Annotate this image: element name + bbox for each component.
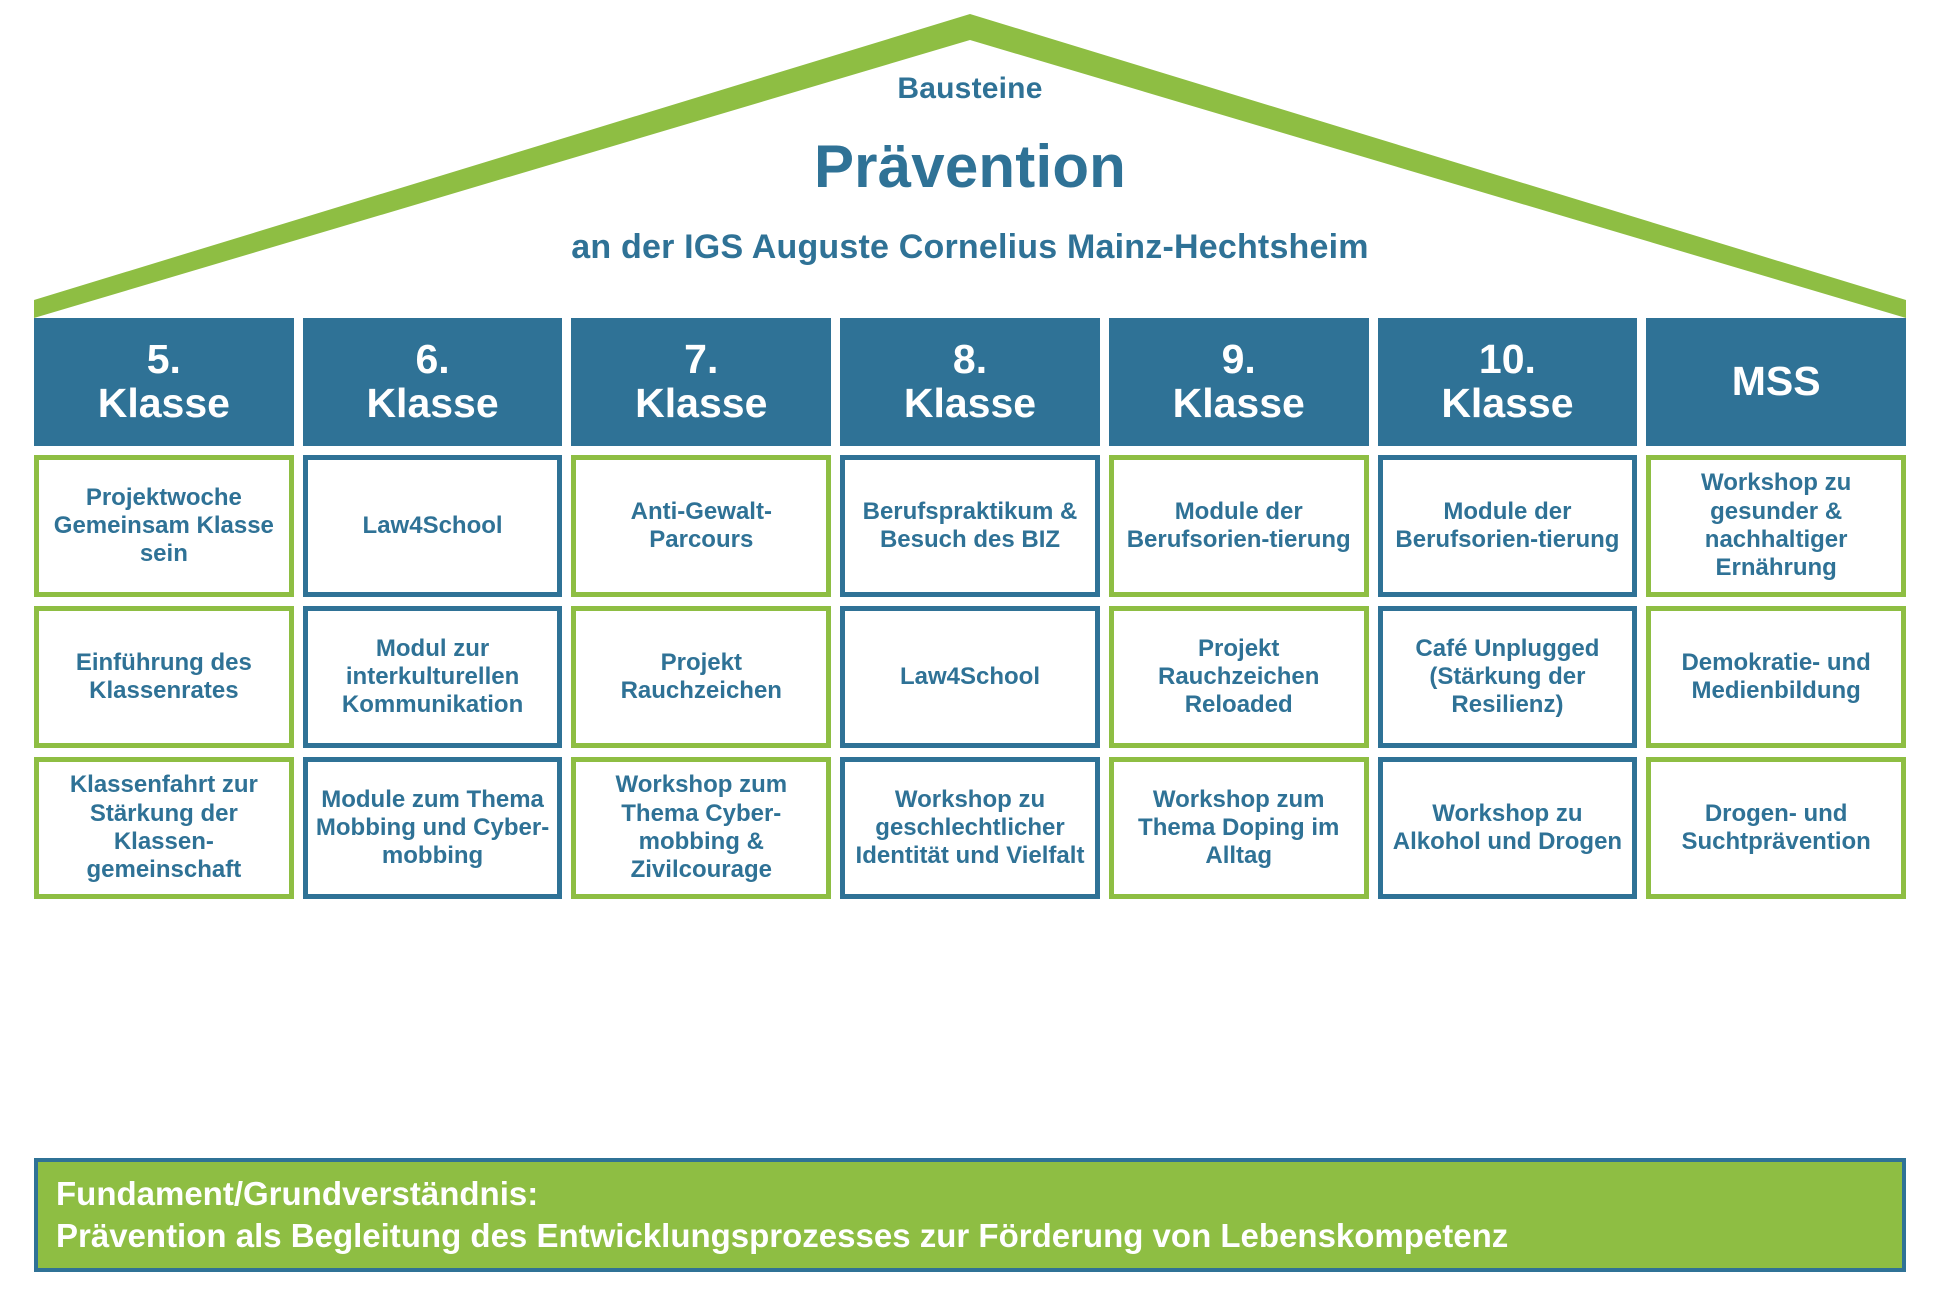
column-header-7: 7. Klasse [571, 318, 832, 446]
column-header-mss: MSS [1646, 318, 1906, 446]
module-cell-label: Module zum Thema Mobbing und Cyber-mobbi… [315, 785, 550, 870]
module-cell[interactable]: Projekt Rauchzeichen [571, 606, 832, 748]
foundation-heading: Fundament/Grundverständnis: [56, 1174, 539, 1212]
module-cell-label: Café Unplugged (Stärkung der Resilienz) [1415, 634, 1600, 719]
column-header-word: Klasse [635, 380, 768, 426]
column-header-8: 8. Klasse [840, 318, 1100, 446]
roof-container: Bausteine Prävention an der IGS Auguste … [0, 0, 1940, 320]
roof-eyebrow-label: Bausteine [897, 72, 1043, 105]
module-cell[interactable]: Workshop zu Alkohol und Drogen [1377, 757, 1638, 899]
module-cell[interactable]: Einführung des Klassenrates [34, 606, 294, 748]
module-cell[interactable]: Module zum Thema Mobbing und Cyber-mobbi… [302, 757, 563, 899]
module-cell[interactable]: Workshop zum Thema Cyber-mobbing & Zivil… [571, 757, 832, 899]
module-cell[interactable]: Workshop zu gesunder & nachhaltiger Ernä… [1646, 455, 1906, 597]
column-header-word: Klasse [903, 380, 1037, 426]
class-modules-grid: 5. Klasse 6. Klasse 7. Klasse 8. Klasse … [34, 318, 1906, 899]
module-cell-label: Berufspraktikum & Besuch des BIZ [862, 497, 1078, 553]
column-header-number: 10. [1478, 336, 1536, 383]
module-cell[interactable]: Drogen- und Suchtprävention [1646, 757, 1906, 899]
page-title: Prävention [813, 133, 1127, 200]
module-cell[interactable]: Projektwoche Gemeinsam Klasse sein [34, 455, 294, 597]
module-cell-label: Projektwoche Gemeinsam Klasse sein [53, 483, 274, 568]
module-cell-label: Law4School [899, 662, 1040, 690]
module-cell[interactable]: Demokratie- und Medienbildung [1646, 606, 1906, 748]
module-cell-label: Einführung des Klassenrates [75, 648, 252, 704]
foundation-banner: Fundament/Grundverständnis: Prävention a… [34, 1158, 1906, 1272]
module-cell[interactable]: Café Unplugged (Stärkung der Resilienz) [1377, 606, 1638, 748]
column-header-5: 5. Klasse [34, 318, 294, 446]
module-cell[interactable]: Klassenfahrt zur Stärkung der Klassen-ge… [34, 757, 294, 899]
module-cell-label: Module der Berufsorien-tierung [1395, 497, 1620, 553]
module-cell-label: Workshop zum Thema Cyber-mobbing & Zivil… [615, 771, 788, 884]
module-cell[interactable]: Law4School [840, 606, 1100, 748]
column-header-number: 5. [146, 336, 181, 383]
column-header-10: 10. Klasse [1377, 318, 1638, 446]
foundation-text: Prävention als Begleitung des Entwicklun… [56, 1217, 1509, 1254]
column-header-word: Klasse [1441, 380, 1574, 426]
column-header-number: 6. [415, 336, 450, 383]
column-header-word: Klasse [97, 380, 230, 426]
column-header-6: 6. Klasse [302, 318, 563, 446]
module-cell-label: Law4School [362, 511, 503, 539]
column-header-word: Klasse [1172, 380, 1305, 426]
module-cell-label: Klassenfahrt zur Stärkung der Klassen-ge… [69, 771, 258, 884]
module-cell-label: Demokratie- und Medienbildung [1681, 648, 1871, 704]
module-cell[interactable]: Law4School [302, 455, 563, 597]
module-cell-label: Projekt Rauchzeichen [620, 648, 782, 704]
roof-subtitle-label: an der IGS Auguste Cornelius Mainz-Hecht… [571, 228, 1369, 266]
module-cell[interactable]: Berufspraktikum & Besuch des BIZ [840, 455, 1100, 597]
module-cell[interactable]: Projekt Rauchzeichen Reloaded [1108, 606, 1369, 748]
module-cell-label: Workshop zu gesunder & nachhaltiger Ernä… [1701, 469, 1852, 582]
module-cell[interactable]: Modul zur interkulturellen Kommunikation [302, 606, 563, 748]
module-cell-label: Modul zur interkulturellen Kommunikation [341, 634, 524, 719]
module-cell-label: Projekt Rauchzeichen Reloaded [1158, 634, 1320, 719]
column-header-number: 9. [1221, 336, 1256, 383]
module-cell[interactable]: Module der Berufsorien-tierung [1108, 455, 1369, 597]
module-cell[interactable]: Module der Berufsorien-tierung [1377, 455, 1638, 597]
module-cell-label: Module der Berufsorien-tierung [1126, 497, 1351, 553]
module-cell[interactable]: Workshop zu geschlechtlicher Identität u… [840, 757, 1100, 899]
column-header-9: 9. Klasse [1108, 318, 1369, 446]
module-cell-label: Workshop zu geschlechtlicher Identität u… [855, 785, 1085, 870]
column-header-number: 7. [684, 336, 719, 383]
column-header-word: MSS [1731, 358, 1821, 405]
module-cell-label: Workshop zum Thema Doping im Alltag [1138, 785, 1340, 870]
module-cell[interactable]: Anti-Gewalt-Parcours [571, 455, 832, 597]
module-cell[interactable]: Workshop zum Thema Doping im Alltag [1108, 757, 1369, 899]
module-cell-label: Anti-Gewalt-Parcours [630, 497, 772, 553]
module-cell-label: Drogen- und Suchtprävention [1681, 799, 1871, 855]
column-header-word: Klasse [366, 380, 499, 426]
column-header-number: 8. [952, 336, 988, 383]
module-cell-label: Workshop zu Alkohol und Drogen [1392, 799, 1623, 855]
